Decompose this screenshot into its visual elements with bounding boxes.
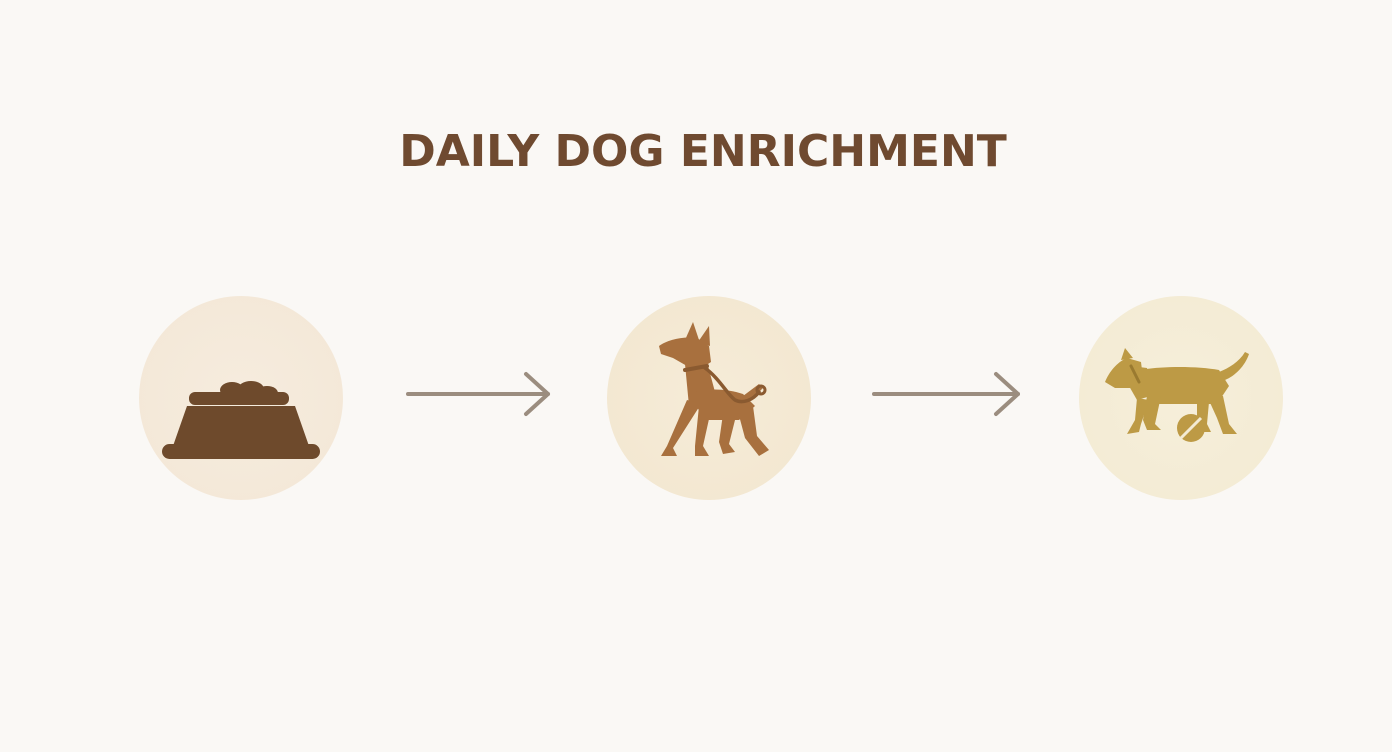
food-bowl-icon xyxy=(162,381,320,459)
arrow-right-icon xyxy=(406,372,550,416)
step-feeding xyxy=(139,296,343,500)
dog-on-leash-icon xyxy=(659,322,769,456)
diagram-title: DAILY DOG ENRICHMENT xyxy=(399,126,1007,177)
arrow-right-icon xyxy=(872,372,1020,416)
step-walking xyxy=(607,296,811,500)
dog-playing-ball-icon xyxy=(1105,348,1249,442)
step-playing xyxy=(1079,296,1283,500)
